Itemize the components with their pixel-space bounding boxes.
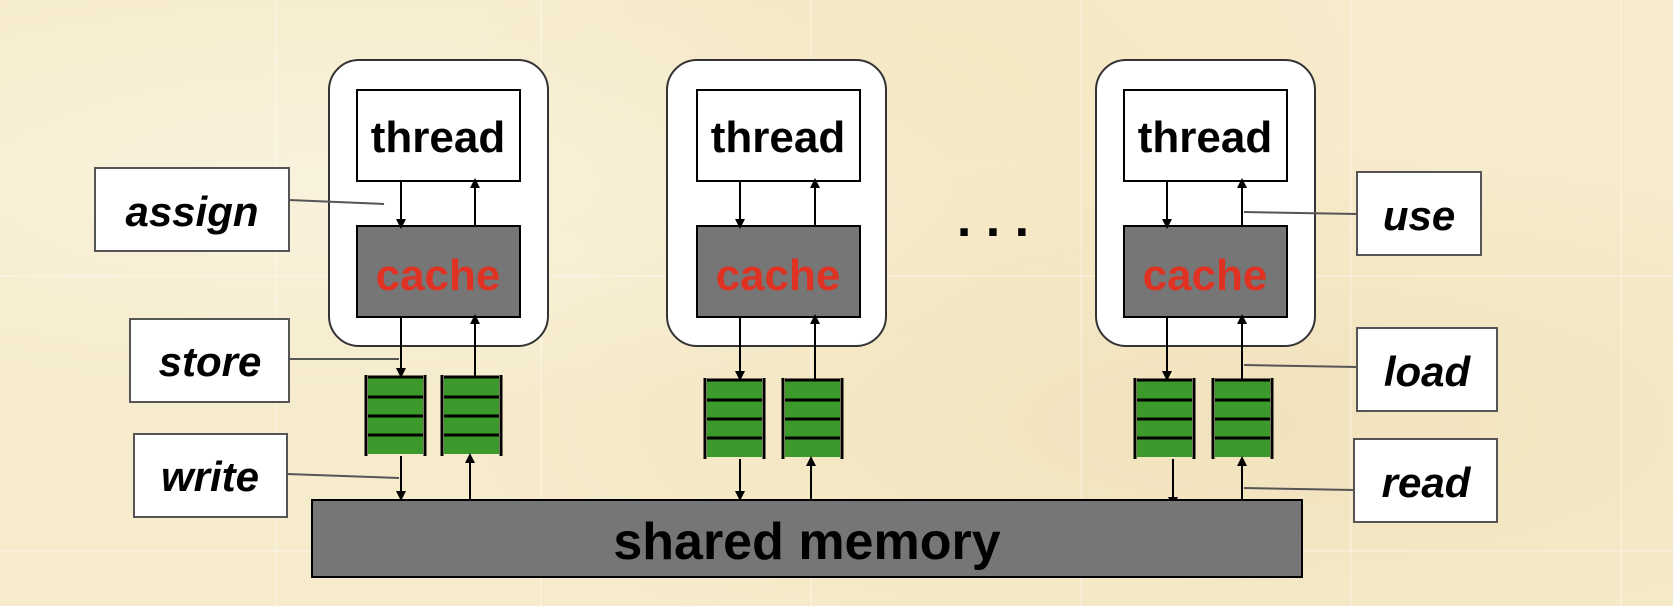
thread-label: thread (711, 113, 845, 162)
read-label: read (1382, 459, 1472, 506)
assign-label: assign (125, 188, 258, 235)
thread-label: thread (371, 113, 505, 162)
thread-group-1: thread cache (328, 59, 549, 501)
thread-group-2: thread cache (666, 59, 887, 501)
load-leader-line (1243, 364, 1358, 368)
read-leader-line (1243, 487, 1355, 491)
use-label-box (1356, 171, 1482, 256)
write-leader-line (286, 473, 400, 479)
thread-label: thread (1138, 113, 1272, 162)
assign-label-box (94, 167, 290, 252)
background-seam (1350, 0, 1352, 606)
background-seam (1620, 0, 1622, 606)
cache-label: cache (1143, 251, 1268, 300)
store-queue (1133, 378, 1196, 459)
background-seam (1080, 0, 1082, 606)
shared-memory-box (311, 499, 1303, 578)
cache-box (1123, 225, 1288, 318)
use-leader-line (1243, 211, 1358, 215)
ellipsis: . . . (957, 190, 1029, 248)
read-label-box (1353, 438, 1498, 523)
thread-box (356, 89, 521, 182)
load-queue (1211, 378, 1274, 459)
assign-leader-line (288, 199, 385, 205)
store-queue (703, 378, 766, 459)
thread-group-3: thread cache (1095, 59, 1316, 507)
thread-box (696, 89, 861, 182)
cache-label: cache (716, 251, 841, 300)
thread-box (1123, 89, 1288, 182)
load-queue (781, 378, 844, 459)
store-label-box (129, 318, 290, 403)
load-label: load (1384, 348, 1472, 395)
store-label: store (159, 338, 262, 385)
write-label: write (161, 453, 259, 500)
load-queue (440, 375, 503, 456)
cache-box (696, 225, 861, 318)
cache-box (356, 225, 521, 318)
cache-label: cache (376, 251, 501, 300)
background-seam (275, 0, 277, 606)
load-label-box (1356, 327, 1498, 412)
shared-memory-label: shared memory (613, 513, 1000, 571)
use-label: use (1383, 192, 1455, 239)
write-label-box (133, 433, 288, 518)
store-queue (364, 375, 427, 456)
